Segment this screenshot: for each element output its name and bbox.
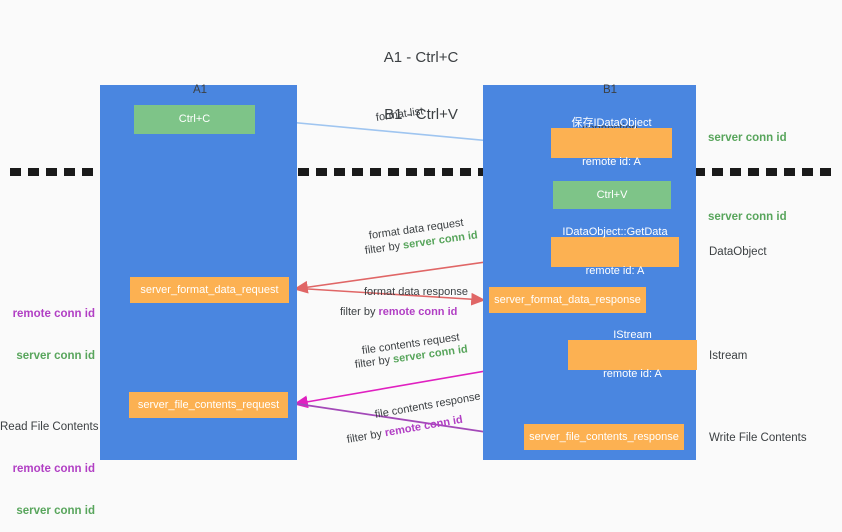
right-note-dataobject: DataObject [709,246,767,258]
right-note-istream: Istream [709,350,748,362]
arrow-file-contents-response [291,402,521,442]
node-istream-line2: remote id: A [603,368,662,380]
left-note-remote-conn-id-1: remote conn id [12,308,95,320]
column-b1-name: B1 [602,84,618,96]
title-line-2: B1 - Ctrl+V [384,106,458,123]
filter-key-remote-conn-1: remote conn id [378,306,458,318]
node-save-idataobject-line2: remote id: A [582,156,641,168]
column-header-a1: A1 remote [120,58,280,149]
edge-label-format-data-response-filter: filter by remote conn id [340,305,457,319]
column-a1-name: A1 [192,84,208,96]
right-note-write-file-contents: Write File Contents [709,432,807,444]
node-ctrl-c-label: Ctrl+C [178,113,211,125]
right-note-server-conn-id-mid: server conn id [708,211,787,223]
page-title: A1 - Ctrl+C B1 - Ctrl+V [0,10,842,143]
node-save-idataobject-line1: 保存IDataObject [571,117,652,129]
left-note-server-conn-id-2: server conn id [16,505,95,517]
node-idataobject-getdata[interactable]: IDataObject::GetData remote id: A [551,226,679,277]
node-ctrl-v-label: Ctrl+V [596,188,628,201]
filter-prefix-2: filter by [340,306,379,318]
arrow-format-data-response [291,287,486,306]
node-server-file-contents-response[interactable]: server_file_contents_response [524,424,684,450]
node-server-format-data-request[interactable]: server_format_data_request [130,277,289,303]
node-server-format-data-response-label: server_format_data_response [494,293,641,306]
node-ctrl-v[interactable]: Ctrl+V [553,181,671,209]
left-note-read-file-contents: Read File Contents [0,421,99,433]
left-note-read-file-contents-group: Read File Contents remote conn id server… [0,392,99,532]
node-server-format-data-response[interactable]: server_format_data_response [489,287,646,313]
edge-label-format-data-response: format data response [364,286,468,298]
node-getdata-line2: remote id: A [585,265,645,277]
node-save-idataobject[interactable]: 保存IDataObject remote id: A [551,117,672,168]
title-line-1: A1 - Ctrl+C [383,49,459,66]
node-server-file-contents-response-label: server_file_contents_response [529,430,679,443]
node-server-format-data-request-label: server_format_data_request [140,283,279,296]
node-ctrl-c[interactable]: Ctrl+C [134,105,255,134]
node-server-file-contents-request[interactable]: server_file_contents_request [129,392,288,418]
right-note-server-conn-id-top: server conn id [708,132,787,144]
node-server-file-contents-request-label: server_file_contents_request [137,398,280,411]
node-getdata-line1: IDataObject::GetData [562,226,668,238]
node-istream[interactable]: IStream remote id: A [568,329,697,380]
node-istream-line1: IStream [613,329,652,341]
left-note-server-conn-id-1: server conn id [16,350,95,362]
left-note-conn-ids-format: remote conn id server conn id [0,279,95,377]
left-note-remote-conn-id-2: remote conn id [12,463,95,475]
